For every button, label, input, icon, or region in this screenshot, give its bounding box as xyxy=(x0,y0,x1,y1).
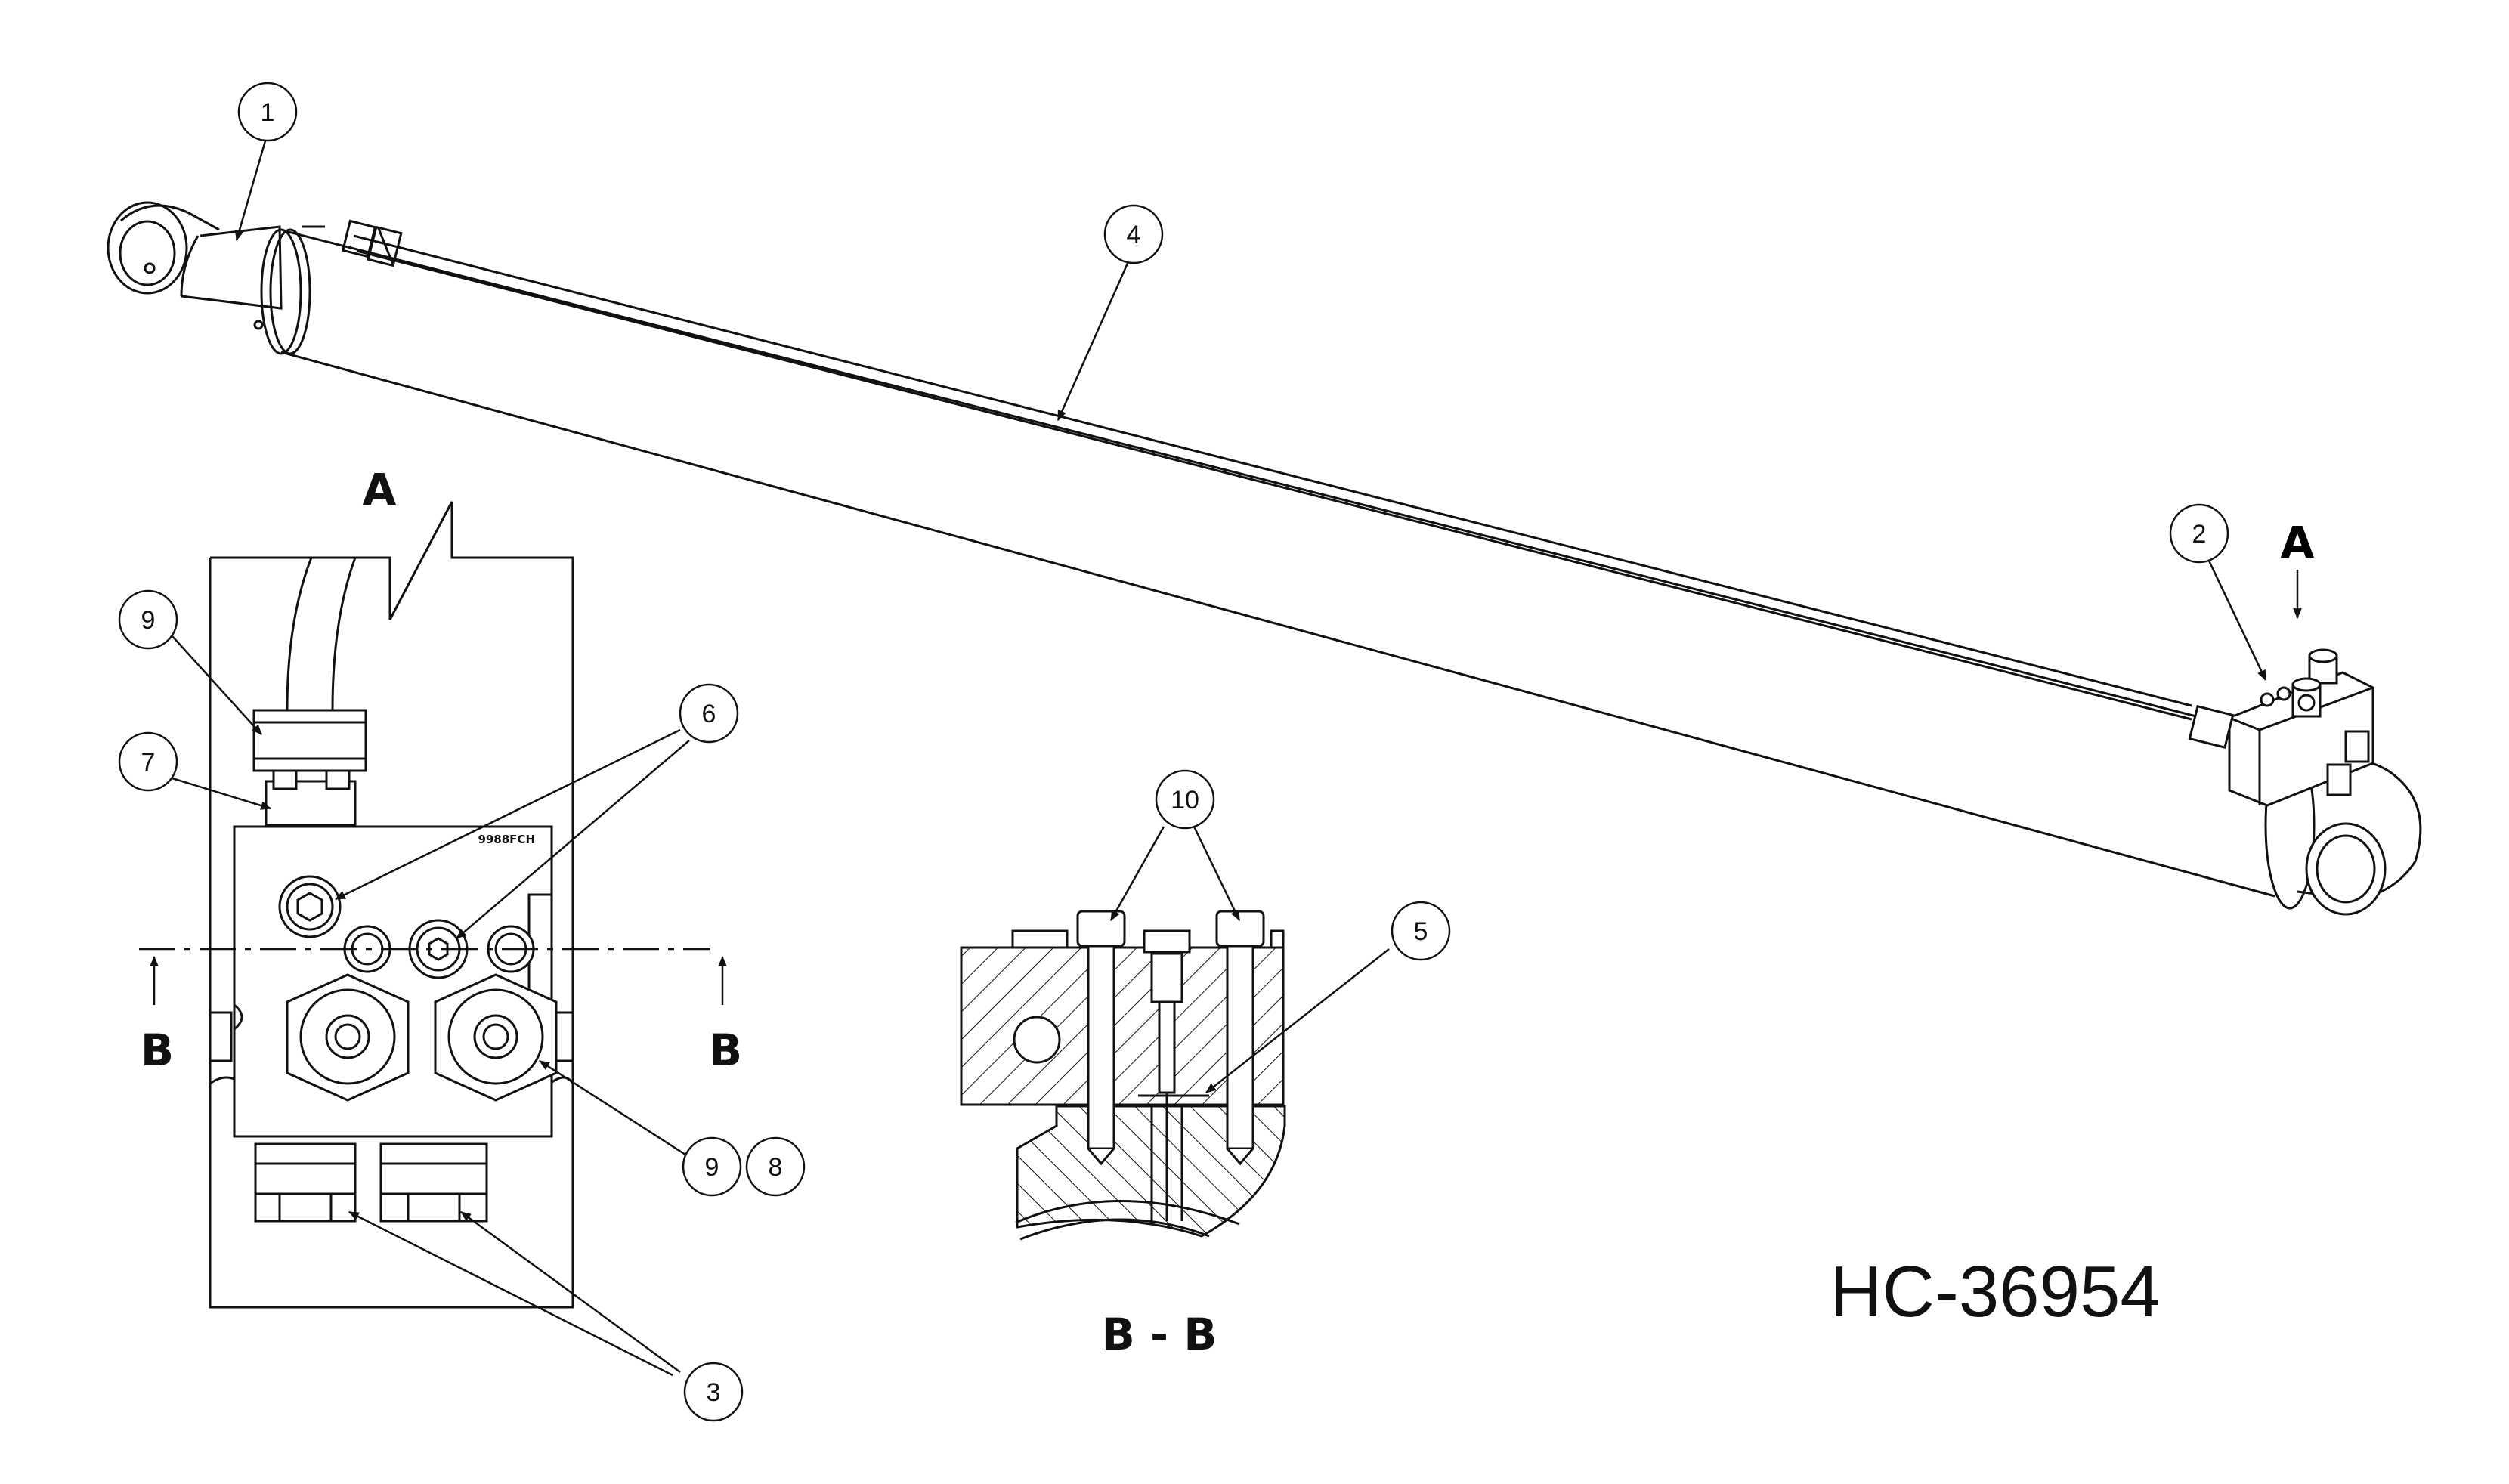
view-a-label-right: A xyxy=(2281,517,2315,568)
balloon-9-bottom xyxy=(682,1136,742,1197)
section-leaders xyxy=(1109,826,1390,1093)
callout-10: 10 xyxy=(1171,786,1199,815)
rod-eye xyxy=(107,201,220,295)
detail-view-a: A 9988FCH xyxy=(139,464,727,1309)
balloon-1 xyxy=(237,82,298,142)
callout-5: 5 xyxy=(1414,917,1428,946)
callout-2: 2 xyxy=(2192,520,2207,549)
valve-block xyxy=(2188,648,2374,807)
callout-9-bottom: 9 xyxy=(705,1153,719,1182)
manifold-stamp: 9988FCH xyxy=(478,833,535,846)
callout-9-top: 9 xyxy=(141,606,156,635)
section-b-label-right: B xyxy=(709,1025,742,1076)
main-leaders xyxy=(234,138,2267,682)
callout-1: 1 xyxy=(261,98,275,127)
balloon-10 xyxy=(1155,769,1215,830)
bottom-fittings xyxy=(254,1142,488,1223)
section-b-label-left: B xyxy=(141,1025,174,1076)
hydraulic-tube xyxy=(341,219,2192,721)
balloon-7 xyxy=(118,731,178,792)
callout-8: 8 xyxy=(769,1153,783,1182)
balloon-5 xyxy=(1391,901,1451,961)
balloon-8 xyxy=(745,1136,806,1197)
cylinder-barrel xyxy=(253,225,2292,898)
cylinder-assembly xyxy=(107,201,2422,916)
callout-balloons xyxy=(118,82,2229,1422)
section-b-b xyxy=(960,910,1286,1241)
port-fittings xyxy=(286,973,558,1102)
callout-3: 3 xyxy=(707,1378,721,1407)
callout-numbers: 1 4 2 9 7 6 9 8 3 10 5 xyxy=(141,98,2207,1407)
balloon-2 xyxy=(2169,503,2229,564)
callout-4: 4 xyxy=(1127,221,1141,249)
balloon-6 xyxy=(679,683,739,744)
valve-top-fittings xyxy=(2260,648,2338,718)
callout-7: 7 xyxy=(141,748,156,777)
drawing-number: HC-36954 xyxy=(1830,1251,2161,1332)
callout-6: 6 xyxy=(702,700,716,728)
view-a-label-detail: A xyxy=(363,464,397,515)
balloon-3 xyxy=(683,1362,744,1422)
detail-leaders xyxy=(172,635,690,1377)
view-a-indicator: A xyxy=(2281,517,2315,620)
section-bolts xyxy=(1076,910,1265,1221)
piston-rod xyxy=(180,225,283,310)
balloon-9-top xyxy=(118,589,178,650)
balloon-4 xyxy=(1103,204,1164,264)
section-title: B - B xyxy=(1102,1309,1217,1360)
